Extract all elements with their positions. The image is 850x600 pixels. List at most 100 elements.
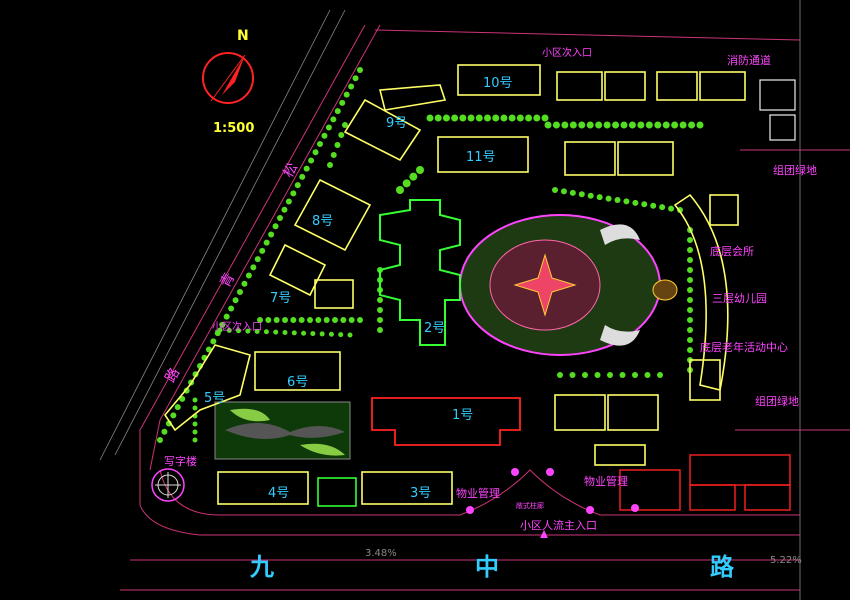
tree-dot	[603, 121, 611, 129]
office-rotunda	[151, 468, 185, 502]
tree-dot	[192, 429, 198, 435]
slope-right: 5.22%	[770, 555, 802, 566]
tree-dot	[659, 204, 666, 211]
tree-dot	[339, 99, 346, 106]
tree-dot	[357, 317, 363, 323]
tree-dot	[294, 182, 301, 189]
tree-dot	[607, 372, 613, 378]
clubhouse-label: 底层会所	[710, 245, 754, 258]
tree-dot	[569, 372, 576, 378]
tree-dot	[557, 372, 563, 378]
building-label-9: 9号	[386, 116, 408, 131]
tree-dot	[632, 372, 638, 378]
tree-dot	[628, 121, 636, 129]
tree-dot	[434, 114, 442, 122]
tree-dot	[217, 327, 223, 333]
tree-dot	[174, 404, 181, 411]
road-lines-grey	[99, 0, 801, 600]
tree-dot	[241, 280, 248, 287]
tree-dot	[299, 173, 306, 180]
tree-dot	[285, 198, 292, 205]
tree-dot	[232, 297, 239, 304]
residential-buildings	[164, 64, 746, 505]
tree-dot	[338, 332, 344, 338]
kindergarten-label: 三层幼儿园	[712, 292, 767, 305]
office-building-label: 写字楼	[164, 455, 197, 468]
tree-dot	[525, 114, 533, 122]
tree-dot	[327, 162, 333, 168]
white-buildings	[759, 79, 796, 141]
red-buildings-right	[619, 454, 791, 511]
tree-dot	[595, 121, 603, 129]
tree-dot	[578, 191, 585, 198]
tree-dot	[687, 317, 693, 323]
tree-dot	[263, 329, 269, 335]
tree-dot	[632, 199, 639, 206]
building-2-outline	[379, 199, 461, 346]
tree-dot	[192, 437, 198, 443]
tree-dot	[170, 412, 177, 419]
tree-dot	[257, 317, 263, 323]
tree-dot	[619, 372, 626, 378]
tree-dot	[426, 114, 434, 122]
scale-label: 1:500	[213, 121, 255, 136]
tree-dot	[259, 247, 266, 254]
building-1-outline	[371, 397, 521, 446]
tree-dot	[161, 428, 168, 435]
tree-dot	[237, 289, 243, 295]
tree-dot	[696, 121, 704, 129]
tree-dot	[340, 317, 347, 323]
tree-dot	[192, 397, 198, 403]
tree-dot	[620, 121, 628, 129]
tree-dot	[254, 256, 261, 263]
building-label-8: 8号	[312, 214, 334, 229]
tree-dot	[451, 114, 459, 122]
tree-dot	[594, 372, 601, 378]
tree-dot	[273, 317, 280, 323]
tree-dot	[560, 188, 567, 195]
tree-dot	[582, 372, 588, 378]
tree-dot	[303, 165, 310, 172]
tree-dot	[533, 114, 541, 122]
road-name-jiuzhong-1: 九	[250, 553, 274, 581]
tree-dot	[484, 114, 491, 122]
tree-dot	[357, 67, 363, 73]
tree-dot	[552, 121, 560, 129]
tree-dot	[377, 297, 383, 303]
tree-dot	[312, 149, 319, 156]
tree-dot	[396, 186, 404, 194]
tree-dot	[687, 337, 693, 343]
tree-dot	[687, 347, 693, 353]
tree-dot	[192, 405, 198, 411]
elderly-center-label: 底层老年活动中心	[700, 341, 788, 354]
tree-dot	[541, 114, 549, 122]
group-green-right: 组团绿地	[755, 395, 799, 408]
tree-dot	[442, 114, 450, 122]
tree-dot	[282, 330, 288, 335]
tree-dot	[210, 338, 217, 345]
tree-dot	[650, 202, 657, 209]
tree-dot	[245, 272, 252, 279]
tree-dot	[236, 328, 242, 334]
tree-dot	[282, 317, 288, 323]
road-lines	[120, 24, 850, 591]
tree-dot	[668, 205, 675, 212]
tree-dot	[290, 190, 297, 197]
tree-dot	[272, 223, 279, 230]
tree-dot	[416, 166, 424, 174]
tree-dot	[219, 321, 226, 328]
tree-dot	[662, 121, 670, 129]
tree-dot	[348, 83, 355, 90]
tree-dot	[688, 121, 696, 129]
tree-dot	[273, 329, 279, 335]
tree-dot	[291, 330, 297, 336]
tree-dot	[687, 287, 693, 293]
tree-dot	[679, 121, 687, 129]
secondary-entrance-top: 小区次入口	[542, 48, 592, 59]
tree-dot	[157, 437, 163, 443]
tree-dot	[310, 331, 316, 337]
entrance-markers	[466, 468, 639, 538]
property-mgmt-left: 物业管理	[456, 487, 500, 500]
